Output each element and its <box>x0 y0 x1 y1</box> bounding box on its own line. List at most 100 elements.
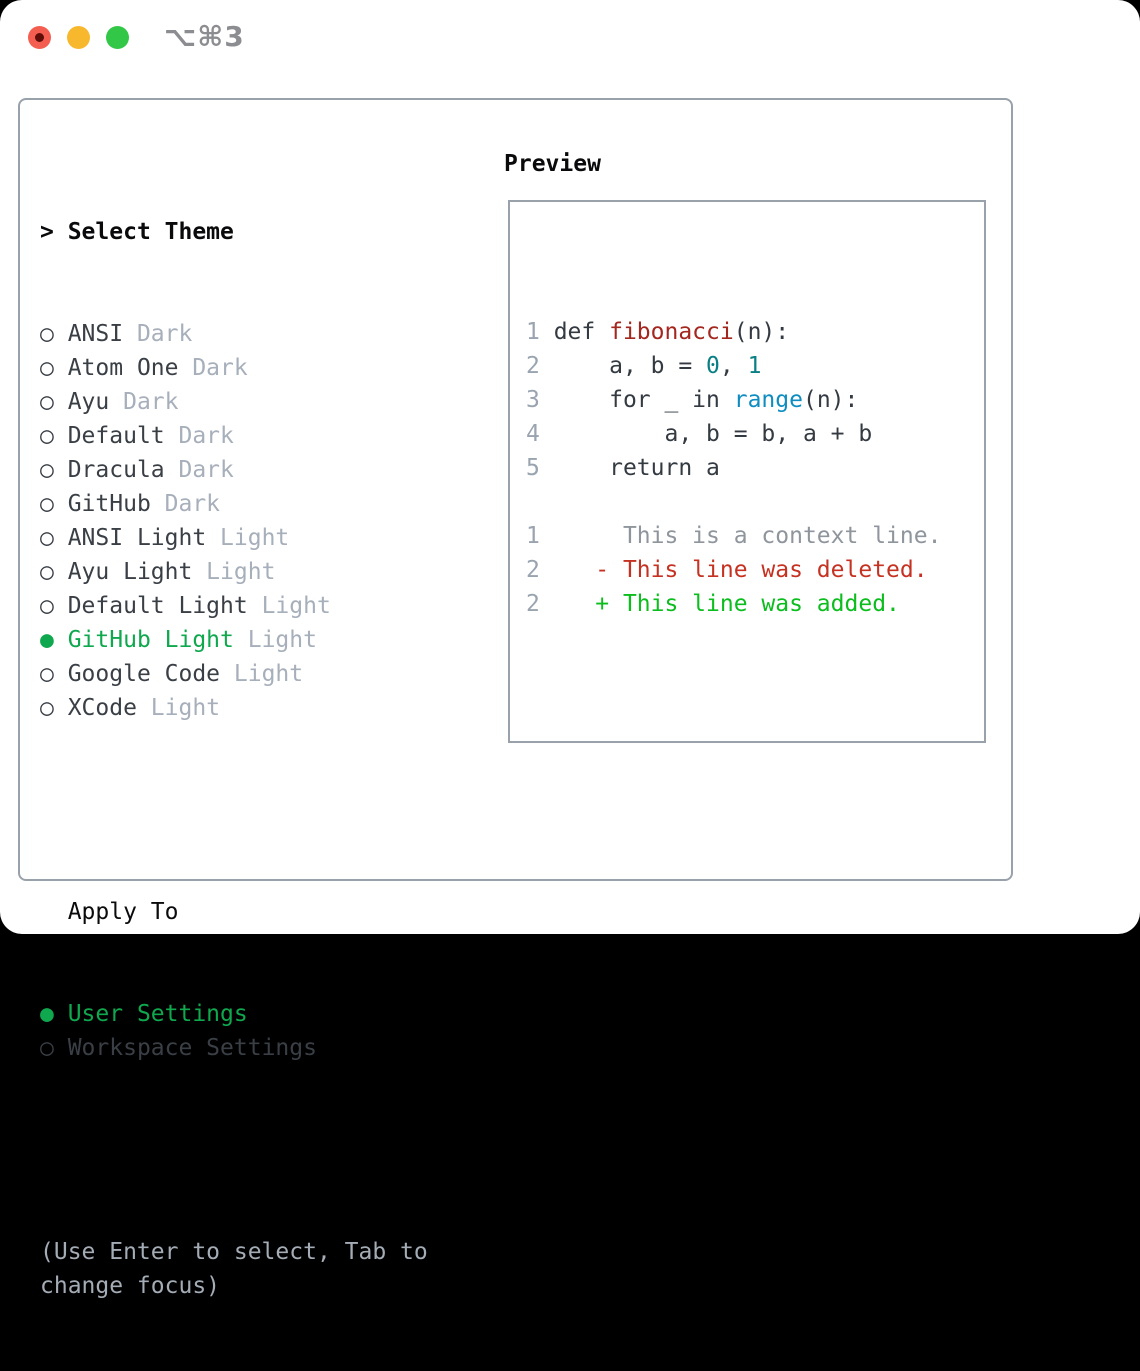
theme-variant: Light <box>233 627 317 653</box>
line-number: 2 <box>526 557 554 583</box>
theme-option-ansi-light[interactable]: ○ ANSI Light Light <box>40 521 480 555</box>
code-token: + This line was added. <box>553 591 900 617</box>
theme-variant: Dark <box>123 321 193 347</box>
radio-selected-icon: ● <box>40 627 68 653</box>
theme-name: GitHub Light <box>67 627 234 653</box>
radio-icon: ○ <box>40 457 68 483</box>
theme-name: ANSI Light <box>67 525 207 551</box>
apply-option-name: Workspace Settings <box>67 1035 317 1061</box>
theme-option-github[interactable]: ○ GitHub Dark <box>40 487 480 521</box>
radio-icon: ○ <box>40 423 68 449</box>
code-token: fibonacci <box>609 319 734 345</box>
theme-name: Google Code <box>67 661 221 687</box>
app-window: ⌥⌘3 >Select Theme ○ ANSI Dark○ Atom One … <box>0 0 1140 1299</box>
theme-name: Default <box>67 423 165 449</box>
theme-name: Ayu <box>67 389 110 415</box>
theme-name: Atom One <box>67 355 179 381</box>
zoom-button[interactable] <box>106 26 129 49</box>
theme-variant: Dark <box>178 355 248 381</box>
spacer <box>40 793 480 827</box>
code-line: 2 - This line was deleted. <box>526 553 984 587</box>
code-token: This is a context line. <box>553 523 942 549</box>
radio-selected-icon: ● <box>40 1001 68 1027</box>
code-token: , <box>719 353 748 379</box>
close-button[interactable] <box>28 26 51 49</box>
line-number: 1 <box>526 523 554 549</box>
code-token: return a <box>553 455 720 481</box>
theme-variant: Light <box>220 661 304 687</box>
theme-variant: Dark <box>164 423 234 449</box>
theme-option-ansi[interactable]: ○ ANSI Dark <box>40 317 480 351</box>
code-token: (n): <box>733 319 790 345</box>
apply-options: ● User Settings○ Workspace Settings <box>40 997 480 1065</box>
theme-option-dracula[interactable]: ○ Dracula Dark <box>40 453 480 487</box>
theme-variant: Light <box>192 559 276 585</box>
line-number: 4 <box>526 421 554 447</box>
code-line: 5 return a <box>526 451 984 485</box>
modified-dot-icon <box>35 33 44 42</box>
line-number: 2 <box>526 591 554 617</box>
theme-option-default-light[interactable]: ○ Default Light Light <box>40 589 480 623</box>
theme-variant: Light <box>136 695 221 721</box>
theme-variant: Dark <box>150 491 221 517</box>
line-number: 2 <box>526 353 554 379</box>
theme-option-ayu[interactable]: ○ Ayu Dark <box>40 385 480 419</box>
keyboard-hint: (Use Enter to select, Tab to change focu… <box>40 1239 428 1299</box>
theme-name: XCode <box>67 695 137 721</box>
titlebar: ⌥⌘3 <box>0 0 1140 74</box>
line-number: 3 <box>526 387 554 413</box>
radio-icon: ○ <box>40 559 68 585</box>
code-token: (n): <box>802 387 859 413</box>
code-token: for _ in <box>553 387 734 413</box>
line-number <box>526 489 554 515</box>
apply-option-user-settings[interactable]: ● User Settings <box>40 997 480 1031</box>
theme-variant: Light <box>247 593 331 619</box>
code-token: range <box>733 387 803 413</box>
radio-icon: ○ <box>40 695 68 721</box>
radio-icon: ○ <box>40 661 68 687</box>
theme-name: Default Light <box>67 593 248 619</box>
theme-name: ANSI <box>67 321 124 347</box>
radio-icon: ○ <box>40 355 68 381</box>
spacer <box>40 1133 480 1167</box>
radio-icon: ○ <box>40 593 68 619</box>
minimize-button[interactable] <box>67 26 90 49</box>
code-line: 2 a, b = 0, 1 <box>526 349 984 383</box>
theme-name: Ayu Light <box>67 559 193 585</box>
theme-option-google-code[interactable]: ○ Google Code Light <box>40 657 480 691</box>
select-theme-heading-label: Select Theme <box>67 219 234 245</box>
theme-option-ayu-light[interactable]: ○ Ayu Light Light <box>40 555 480 589</box>
theme-option-github-light[interactable]: ● GitHub Light Light <box>40 623 480 657</box>
apply-option-name: User Settings <box>67 1001 248 1027</box>
radio-icon: ○ <box>40 1035 68 1061</box>
code-line: 3 for _ in range(n): <box>526 383 984 417</box>
radio-icon: ○ <box>40 389 68 415</box>
code-token: a, b = b, a + b <box>553 421 873 447</box>
radio-icon: ○ <box>40 321 68 347</box>
select-theme-heading: > Select Theme <box>40 215 480 249</box>
theme-variant: Dark <box>164 457 234 483</box>
theme-option-xcode[interactable]: ○ XCode Light <box>40 691 480 725</box>
theme-option-atom-one[interactable]: ○ Atom One Dark <box>40 351 480 385</box>
code-line: 1 def fibonacci(n): <box>526 315 984 349</box>
code-line: 1 This is a context line. <box>526 519 984 553</box>
theme-variant: Dark <box>109 389 179 415</box>
preview-heading: Preview <box>504 151 601 177</box>
theme-list: ○ ANSI Dark○ Atom One Dark○ Ayu Dark○ De… <box>40 317 480 725</box>
preview-column: Preview 1 def fibonacci(n):2 a, b = 0, 1… <box>504 147 986 743</box>
apply-option-workspace-settings[interactable]: ○ Workspace Settings <box>40 1031 480 1065</box>
line-number: 5 <box>526 455 554 481</box>
window-title: ⌥⌘3 <box>164 20 245 53</box>
blank-line <box>526 485 984 519</box>
theme-name: GitHub <box>67 491 151 517</box>
theme-variant: Light <box>206 525 290 551</box>
code-line: 4 a, b = b, a + b <box>526 417 984 451</box>
radio-icon: ○ <box>40 525 68 551</box>
theme-list-column: >Select Theme ○ ANSI Dark○ Atom One Dark… <box>40 147 480 1371</box>
theme-option-default[interactable]: ○ Default Dark <box>40 419 480 453</box>
line-number: 1 <box>526 319 554 345</box>
prompt-icon: > <box>40 219 54 245</box>
radio-icon: ○ <box>40 491 68 517</box>
